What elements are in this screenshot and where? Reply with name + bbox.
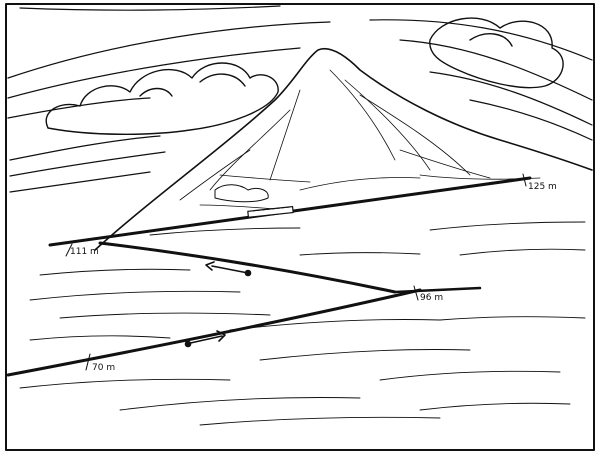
lower-track: [8, 290, 420, 375]
ground-texture: [20, 222, 585, 425]
marker-lower-left: [86, 354, 90, 370]
marker-junction-right: [414, 286, 418, 300]
label-junction-left-height: 111 m: [70, 247, 99, 257]
label-lower-left-height: 70 m: [92, 363, 115, 373]
mountain-shading: [180, 70, 540, 210]
mountain: [95, 49, 592, 250]
smoke-puff: [215, 185, 268, 202]
cloud-left: [46, 63, 278, 134]
middle-track: [100, 243, 395, 292]
label-junction-right-height: 96 m: [420, 293, 443, 303]
railway-tracks: [8, 178, 530, 375]
sky-streaks: [8, 6, 592, 192]
label-summit-height: 125 m: [528, 182, 557, 192]
